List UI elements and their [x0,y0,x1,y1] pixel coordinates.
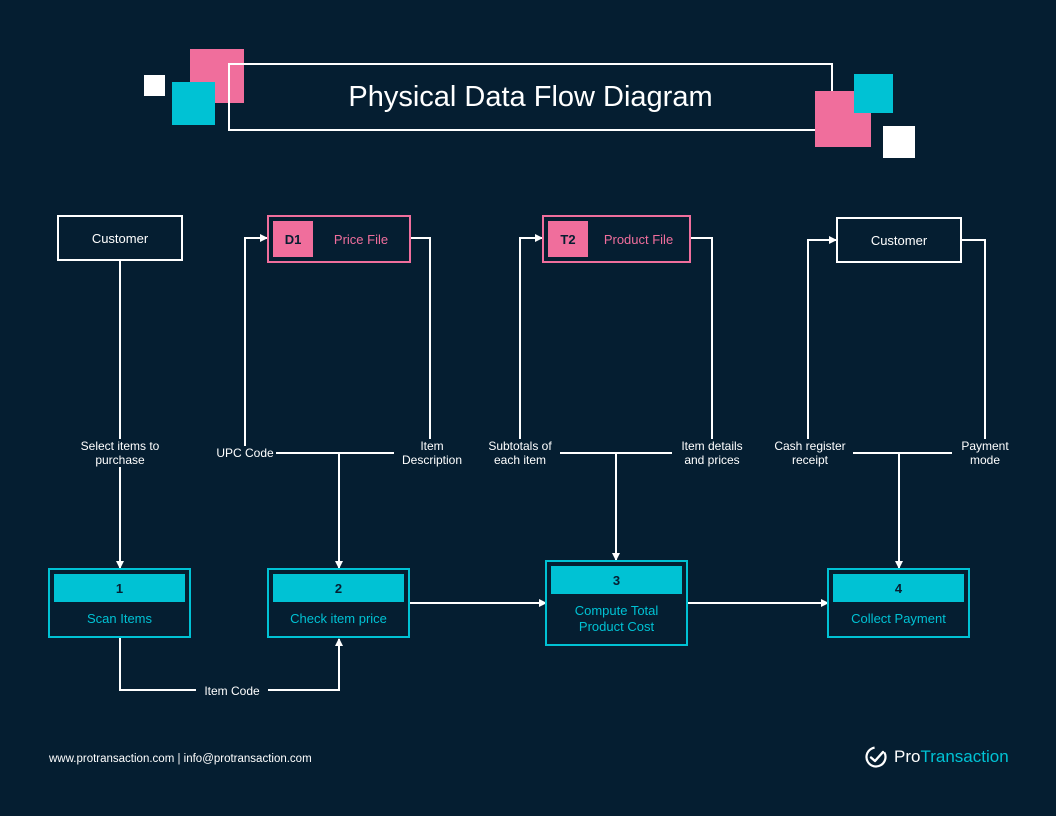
brand-suffix: Transaction [920,747,1009,766]
store-id-d1: D1 [273,221,313,257]
brand-logo: ProTransaction [864,744,1009,770]
process-check-item-price: 2 Check item price [267,568,410,638]
entity-customer-sink: Customer [836,217,962,263]
footer-contact: www.protransaction.com | info@protransac… [49,753,312,765]
process-label: Compute Total Product Cost [574,603,659,634]
entity-customer-source: Customer [57,215,183,261]
flow-line-item-description [338,237,431,454]
store-product-file: T2 Product File [542,215,691,263]
process-number: 4 [833,574,964,602]
flow-line-item-details [616,237,713,454]
flow-label-select-items: Select items to purchase [72,439,168,467]
page-title: Physical Data Flow Diagram [348,80,713,113]
flow-label-upc-code: UPC Code [214,446,276,460]
flow-label-item-details: Item details and prices [672,439,752,467]
process-collect-payment: 4 Collect Payment [827,568,970,638]
check-circle-icon [865,746,887,768]
flow-label-cash-register: Cash register receipt [767,439,853,467]
decor-square-cyan-left [172,82,215,125]
flow-line-item-code [119,638,343,691]
decor-square-white-left [144,75,165,96]
process-label: Scan Items [86,611,153,626]
process-label: Check item price [290,611,387,626]
process-scan-items: 1 Scan Items [48,568,191,638]
brand-prefix: Pro [894,747,921,766]
flow-line-upc-code [244,234,338,454]
process-number: 1 [54,574,185,602]
process-label: Collect Payment [851,611,946,626]
flow-label-item-description: Item Description [394,439,470,467]
process-compute-total: 3 Compute Total Product Cost [545,560,688,646]
store-id-t2: T2 [548,221,588,257]
process-number: 3 [551,566,682,594]
flow-label-payment-mode: Payment mode [952,439,1018,467]
store-label-product-file: Product File [603,231,674,247]
flow-label-subtotals: Subtotals of each item [480,439,560,467]
store-label-price-file: Price File [333,231,389,247]
flow-line-payment-mode [899,239,986,454]
process-number: 2 [273,574,404,602]
flow-line-subtotals [519,234,616,454]
flow-label-item-code: Item Code [196,684,268,698]
store-price-file: D1 Price File [267,215,411,263]
decor-square-white-right [883,126,915,158]
flow-line-cash-register [807,236,899,454]
decor-square-cyan-right [854,74,893,113]
